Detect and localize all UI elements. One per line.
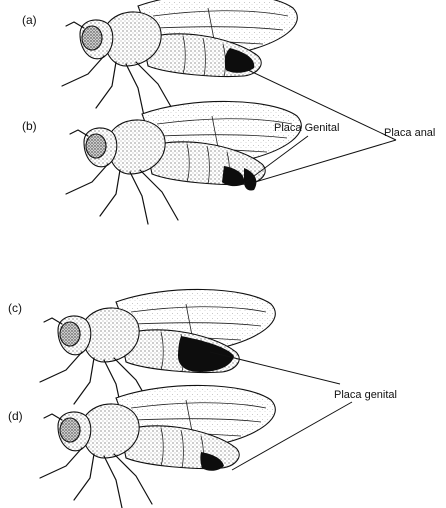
panel-label-d: (d) — [8, 409, 23, 423]
panel-label-a: (a) — [22, 13, 37, 27]
callout-anal-plate: Placa anal — [384, 127, 435, 139]
fly-a — [62, 0, 297, 116]
panel-label-c: (c) — [8, 301, 22, 315]
callout-genital-plate-bottom: Placa genital — [334, 389, 397, 401]
callout-genital-plate: Placa Genital — [274, 122, 339, 134]
panel-label-b: (b) — [22, 119, 37, 133]
fly-b — [66, 101, 301, 224]
fly-d — [40, 385, 275, 508]
